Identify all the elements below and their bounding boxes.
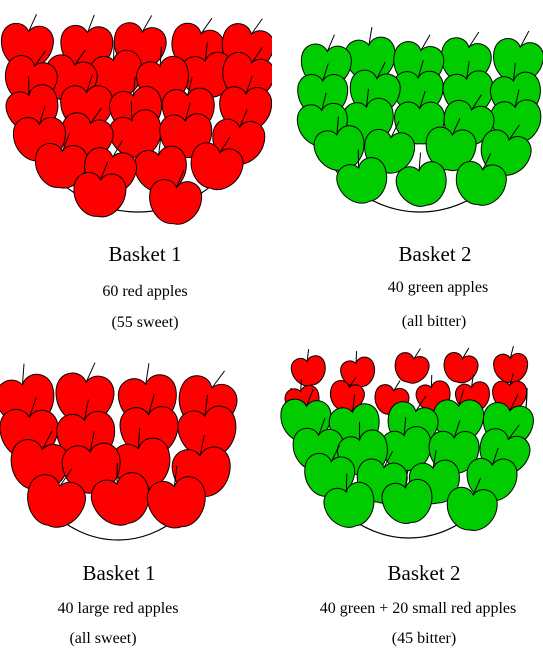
basket-title: Basket 1	[108, 242, 182, 266]
basket-title: Basket 1	[82, 561, 156, 585]
green-apple	[336, 149, 388, 204]
small-red-apple	[290, 349, 326, 387]
apple-count: 40 large red apples	[57, 600, 179, 617]
basket-2-green-apples	[296, 27, 543, 213]
red-apple	[149, 169, 203, 225]
green-apple	[381, 469, 433, 524]
red-apple	[73, 162, 127, 218]
small-red-apple	[493, 346, 529, 383]
red-apple	[27, 468, 86, 528]
taste-note: (all sweet)	[69, 630, 137, 647]
green-apple	[395, 152, 447, 207]
small-red-apple	[443, 347, 479, 384]
basket-2-mixed-apples	[280, 346, 534, 539]
taste-note: (45 bitter)	[391, 630, 457, 647]
basket-title: Basket 2	[387, 561, 461, 585]
green-apple	[425, 118, 477, 172]
apple-count: 40 green apples	[387, 279, 489, 296]
basket-title: Basket 2	[398, 242, 472, 266]
red-apple	[35, 133, 88, 189]
small-red-apple	[394, 348, 430, 384]
basket-1-red-apples	[1, 14, 272, 225]
taste-note: (all bitter)	[401, 313, 467, 330]
apple-count: 40 green + 20 small red apples	[319, 600, 517, 617]
small-red-apple	[340, 351, 376, 389]
green-apple	[455, 153, 507, 206]
red-apple	[190, 136, 244, 191]
red-apple	[90, 462, 150, 526]
green-apple	[446, 477, 498, 531]
green-apple	[323, 473, 375, 528]
apple-count: 60 red apples	[102, 283, 188, 300]
red-apple	[146, 465, 206, 529]
basket-1-large-red-apples	[0, 362, 238, 541]
taste-note: (55 sweet)	[111, 314, 179, 331]
